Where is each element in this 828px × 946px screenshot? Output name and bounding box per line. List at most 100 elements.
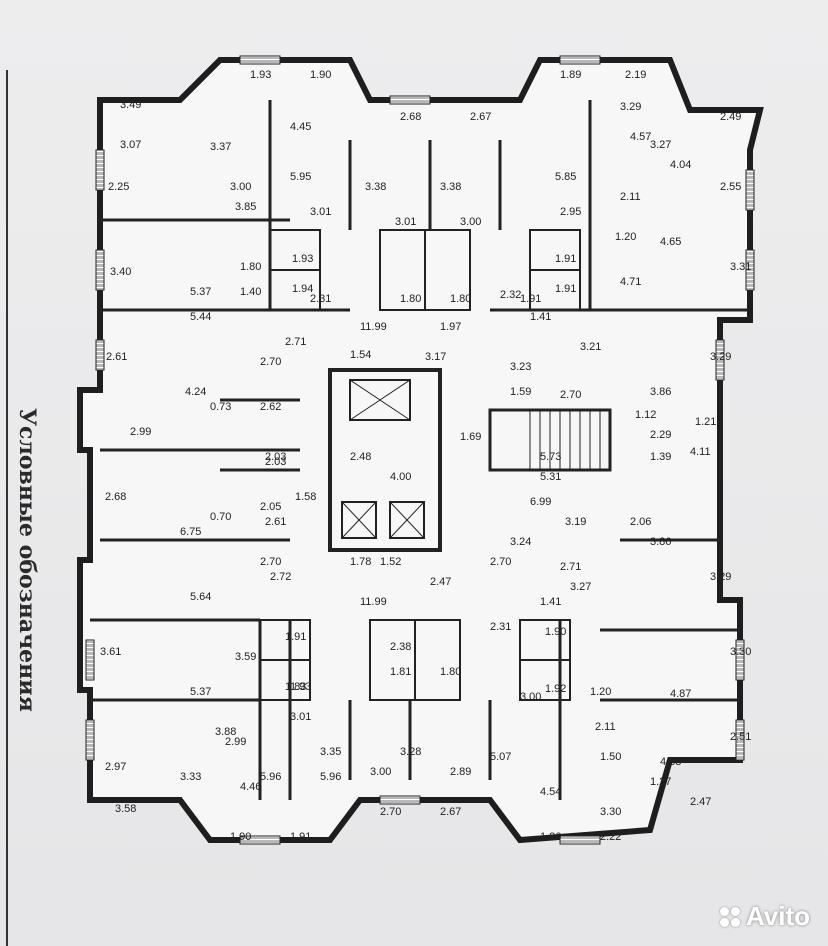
dimension-label: 1.93 bbox=[292, 253, 313, 265]
dimension-label: 2.70 bbox=[490, 556, 511, 568]
dimension-label: 1.41 bbox=[540, 596, 561, 608]
bathroom-blocks bbox=[259, 229, 581, 701]
dimension-label: 2.55 bbox=[720, 181, 741, 193]
staircase bbox=[488, 408, 612, 472]
dimension-label: 3.58 bbox=[115, 803, 136, 815]
dimension-label: 3.31 bbox=[730, 261, 751, 273]
dimension-label: 3.00 bbox=[370, 766, 391, 778]
dimension-label: 4.00 bbox=[390, 471, 411, 483]
dimension-label: 3.40 bbox=[110, 266, 131, 278]
dimension-label: 1.12 bbox=[635, 409, 656, 421]
dimension-label: 1.50 bbox=[600, 751, 621, 763]
dimension-label: 5.95 bbox=[290, 171, 311, 183]
dimension-label: 5.37 bbox=[190, 686, 211, 698]
dimension-label: 2.67 bbox=[440, 806, 461, 818]
dimension-label: 2.62 bbox=[260, 401, 281, 413]
dimension-label: 1.59 bbox=[510, 386, 531, 398]
dimension-label: 5.96 bbox=[260, 771, 281, 783]
dimension-label: 3.19 bbox=[565, 516, 586, 528]
dimension-label: 3.29 bbox=[710, 351, 731, 363]
dimension-label: 3.27 bbox=[570, 581, 591, 593]
dimension-label: 2.11 bbox=[620, 191, 641, 203]
dimension-label: 3.59 bbox=[235, 651, 256, 663]
dimension-label: 4.57 bbox=[630, 131, 651, 143]
dimension-label: 3.23 bbox=[510, 361, 531, 373]
legend-title: Условные обозначения bbox=[14, 408, 40, 712]
dimension-label: 4.46 bbox=[240, 781, 261, 793]
dimension-label: 2.68 bbox=[400, 111, 421, 123]
page-edge-line bbox=[6, 70, 8, 946]
dimension-label: 3.86 bbox=[650, 536, 671, 548]
dimension-label: 3.35 bbox=[320, 746, 341, 758]
dimension-label: 3.01 bbox=[395, 216, 416, 228]
dimension-label: 2.72 bbox=[270, 571, 291, 583]
dimension-label: 5.85 bbox=[555, 171, 576, 183]
dimension-label: 1.90 bbox=[310, 69, 331, 81]
dimension-label: 3.00 bbox=[520, 691, 541, 703]
dimension-label: 1.92 bbox=[545, 683, 566, 695]
dimension-label: 1.89 bbox=[560, 69, 581, 81]
dimension-label: 1.90 bbox=[230, 831, 251, 843]
dimension-label: 1.27 bbox=[650, 776, 671, 788]
dimension-label: 2.61 bbox=[265, 516, 286, 528]
dimension-label: 3.21 bbox=[580, 341, 601, 353]
dimension-label: 1.54 bbox=[350, 349, 371, 361]
avito-watermark: Avito bbox=[719, 901, 810, 932]
dimension-label: 1.97 bbox=[440, 321, 461, 333]
dimension-label: 2.47 bbox=[430, 576, 451, 588]
dimension-label: 2.19 bbox=[625, 69, 646, 81]
dimension-label: 2.32 bbox=[500, 289, 521, 301]
dimension-label: 1.94 bbox=[292, 283, 313, 295]
dimension-label: 3.61 bbox=[100, 646, 121, 658]
dimension-label: 2.70 bbox=[560, 389, 581, 401]
dimension-label: 3.30 bbox=[730, 646, 751, 658]
dimension-label: 5.07 bbox=[490, 751, 511, 763]
dimension-label: 2.99 bbox=[130, 426, 151, 438]
dimension-label: 3.00 bbox=[230, 181, 251, 193]
dimension-label: 3.01 bbox=[310, 206, 331, 218]
dimension-label: 2.51 bbox=[730, 731, 751, 743]
dimension-label: 3.88 bbox=[215, 726, 236, 738]
watermark-text: Avito bbox=[745, 901, 810, 931]
dimension-label: 3.29 bbox=[620, 101, 641, 113]
dimension-label: 5.37 bbox=[190, 286, 211, 298]
dimension-label: 11.99 bbox=[360, 321, 387, 333]
dimension-label: 1.91 bbox=[555, 283, 576, 295]
dimension-label: 3.28 bbox=[400, 746, 421, 758]
dimension-label: 1.93 bbox=[290, 681, 311, 693]
dimension-label: 2.70 bbox=[260, 556, 281, 568]
dimension-label: 2.89 bbox=[450, 766, 471, 778]
dimension-label: 4.54 bbox=[540, 786, 561, 798]
dimension-label: 3.17 bbox=[425, 351, 446, 363]
dimension-label: 2.68 bbox=[105, 491, 126, 503]
dimension-label: 2.31 bbox=[310, 293, 331, 305]
dimension-label: 2.05 bbox=[260, 501, 281, 513]
dimension-label: 3.33 bbox=[180, 771, 201, 783]
dimension-label: 1.80 bbox=[450, 293, 471, 305]
dimension-label: 1.91 bbox=[290, 831, 311, 843]
dimension-label: 2.71 bbox=[560, 561, 581, 573]
dimension-label: 5.44 bbox=[190, 311, 211, 323]
dimension-label: 2.29 bbox=[650, 429, 671, 441]
dimension-label: 1.81 bbox=[390, 666, 411, 678]
dimension-label: 3.38 bbox=[365, 181, 386, 193]
dimension-label: 2.97 bbox=[105, 761, 126, 773]
dimension-label: 1.20 bbox=[615, 231, 636, 243]
dimension-label: 4.24 bbox=[185, 386, 206, 398]
dimension-label: 1.39 bbox=[650, 451, 671, 463]
dimension-label: 5.73 bbox=[540, 451, 561, 463]
dimension-label: 1.93 bbox=[250, 69, 271, 81]
dimension-label: 1.91 bbox=[520, 293, 541, 305]
dimension-label: 5.64 bbox=[190, 591, 211, 603]
dimension-label: 4.11 bbox=[690, 446, 711, 458]
avito-logo-icon bbox=[719, 906, 740, 927]
dimension-label: 3.01 bbox=[290, 711, 311, 723]
dimension-label: 0.73 bbox=[210, 401, 231, 413]
dimension-label: 1.58 bbox=[295, 491, 316, 503]
dimension-label: 3.49 bbox=[120, 99, 141, 111]
dimension-label: 2.49 bbox=[720, 111, 741, 123]
dimension-label: 3.29 bbox=[710, 571, 731, 583]
dimension-label: 5.31 bbox=[540, 471, 561, 483]
dimension-label: 1.90 bbox=[545, 626, 566, 638]
